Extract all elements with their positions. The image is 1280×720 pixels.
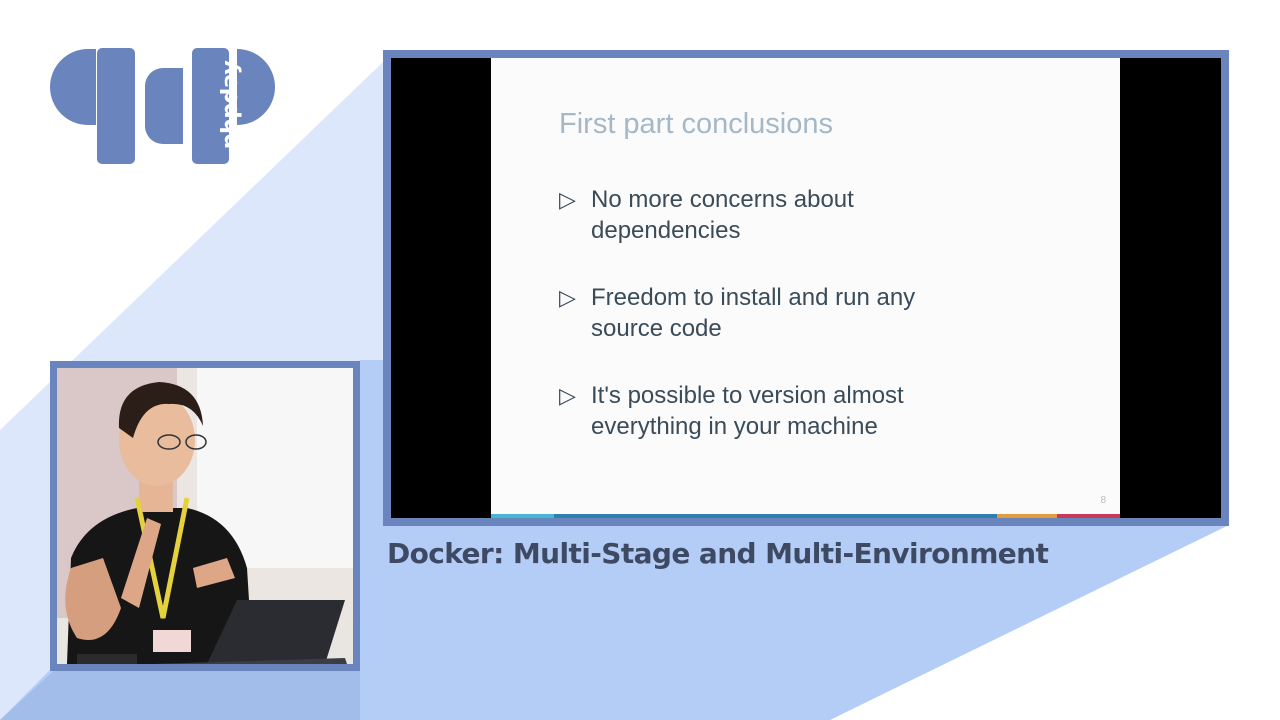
color-bar-segment: [553, 514, 998, 518]
bullet-line: dependencies: [591, 217, 741, 244]
slide-frame: First part conclusions ▷ No more concern…: [383, 50, 1229, 526]
speaker-video: [57, 368, 353, 664]
logo-shape: [97, 48, 135, 164]
bullet-line: It's possible to version almost: [591, 382, 904, 409]
bullet-line: No more concerns about: [591, 186, 854, 213]
bullet-line: source code: [591, 315, 722, 342]
logo-shape: [192, 48, 229, 164]
slide-page-number: 8: [1100, 495, 1106, 506]
slide-title: First part conclusions: [559, 108, 833, 140]
logo-shape: [145, 68, 183, 144]
slide-video: First part conclusions ▷ No more concern…: [391, 58, 1221, 518]
slide-color-bar: [491, 514, 1120, 518]
slide-page: First part conclusions ▷ No more concern…: [491, 58, 1120, 518]
bullet-line: everything in your machine: [591, 413, 878, 440]
logo-text: phpday: [218, 60, 243, 150]
triangle-right-icon: ▷: [559, 187, 576, 212]
logo-shape: [50, 49, 96, 125]
color-bar-segment: [491, 514, 554, 518]
bullet-item: ▷ No more concerns about dependencies: [559, 184, 979, 246]
bullet-list: ▷ No more concerns about dependencies ▷ …: [559, 184, 979, 478]
triangle-right-icon: ▷: [559, 383, 576, 408]
triangle-right-icon: ▷: [559, 285, 576, 310]
bullet-line: Freedom to install and run any: [591, 284, 916, 311]
phpday-logo: phpday: [50, 46, 276, 166]
speaker-camera-frame: [50, 361, 360, 671]
color-bar-segment: [1057, 514, 1120, 518]
bullet-item: ▷ It's possible to version almost everyt…: [559, 380, 979, 442]
bullet-item: ▷ Freedom to install and run any source …: [559, 282, 979, 344]
color-bar-segment: [997, 514, 1058, 518]
talk-title: Docker: Multi-Stage and Multi-Environmen…: [387, 537, 1049, 570]
